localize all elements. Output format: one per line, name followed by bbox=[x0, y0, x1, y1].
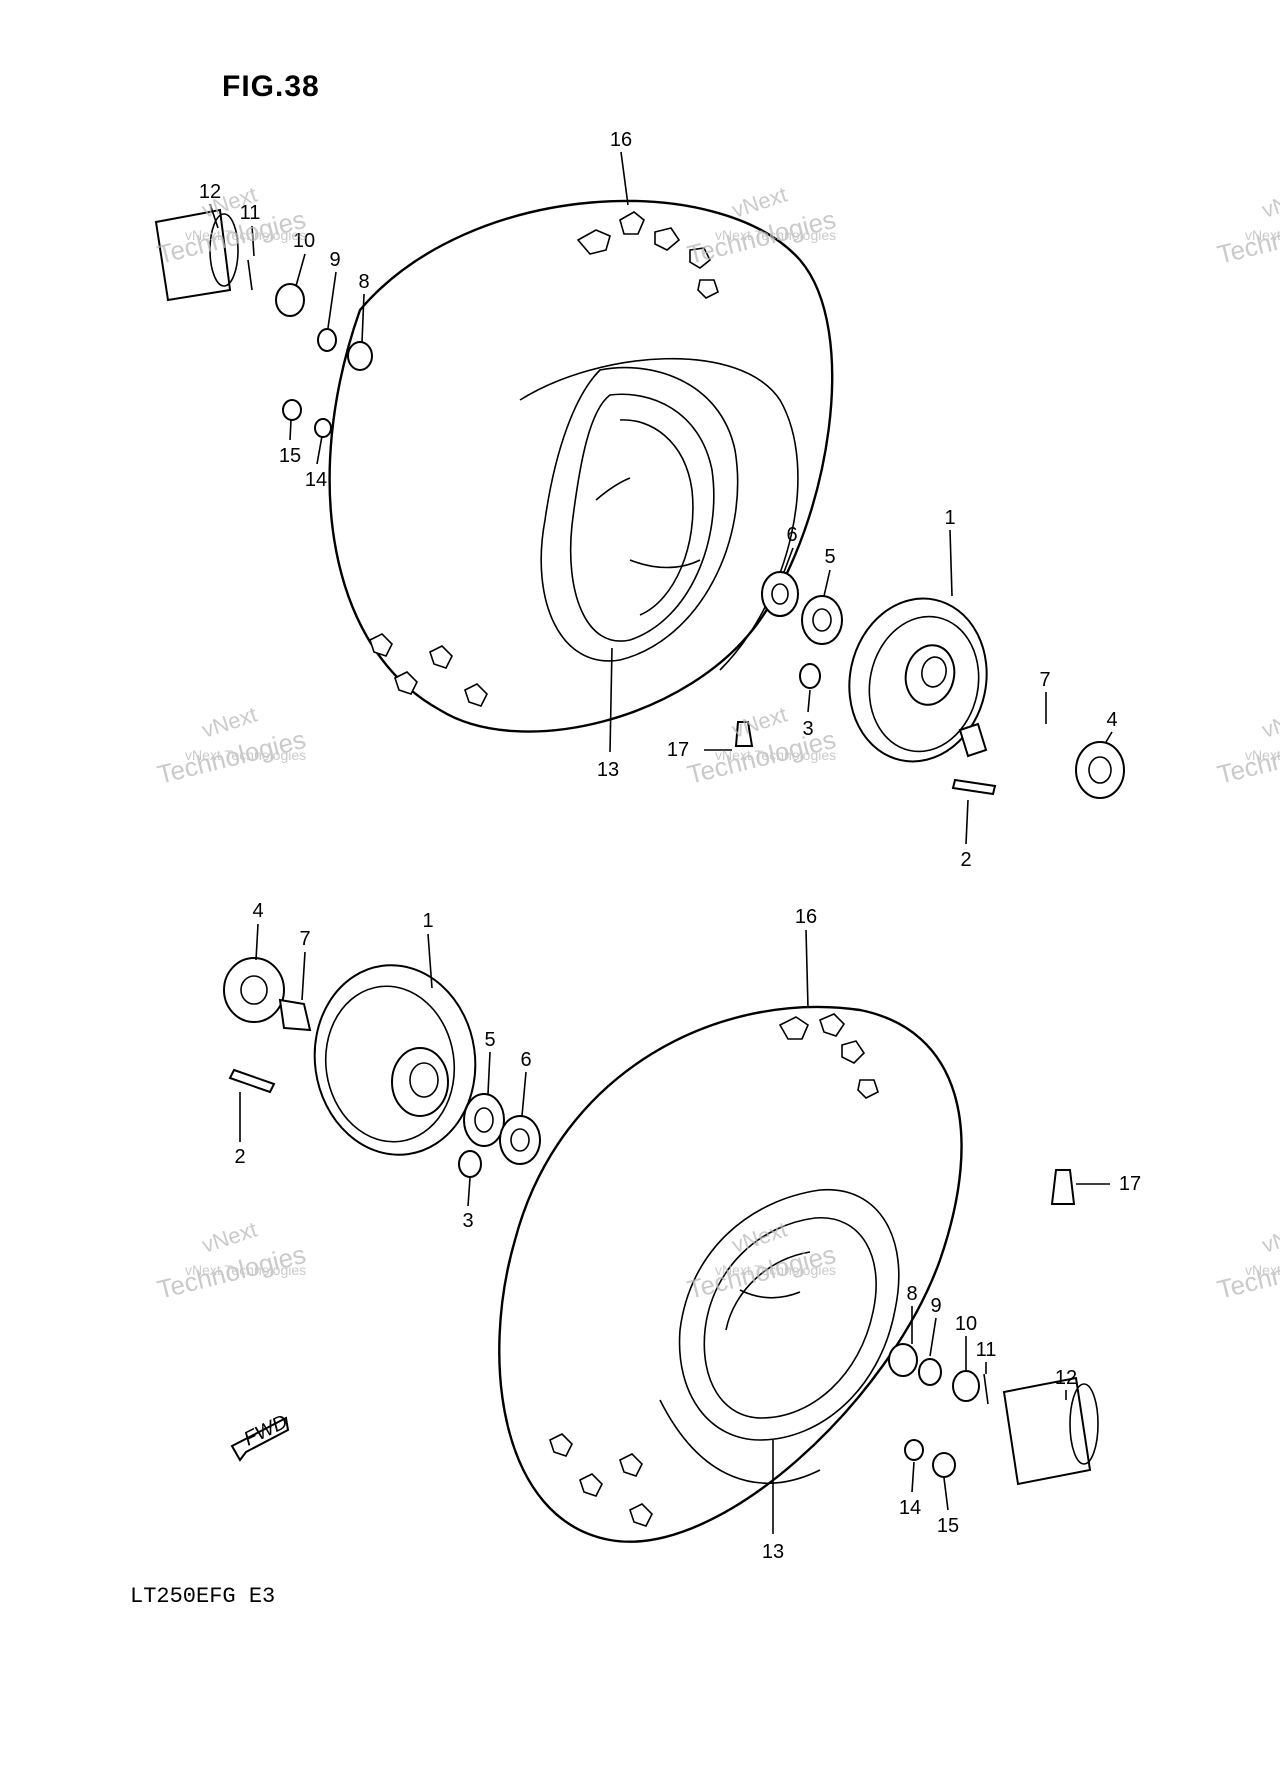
lower-callout-10: 10 bbox=[955, 1313, 977, 1335]
svg-text:vNext Technologies: vNext Technologies bbox=[1245, 1262, 1280, 1278]
upper-callout-12: 12 bbox=[199, 181, 221, 203]
lower-callout-12: 12 bbox=[1055, 1367, 1077, 1389]
upper-callout-17: 17 bbox=[667, 739, 689, 761]
model-code: LT250EFG E3 bbox=[130, 1584, 275, 1609]
lower-callout-1: 1 bbox=[422, 910, 433, 932]
upper-leader-14 bbox=[316, 435, 323, 465]
upper-leader-11 bbox=[251, 225, 255, 257]
upper-callout-14: 14 bbox=[305, 469, 327, 491]
upper-leader-6 bbox=[783, 547, 794, 573]
svg-text:vNext Technologies: vNext Technologies bbox=[715, 1262, 836, 1278]
figure-title: FIG.38 bbox=[222, 70, 320, 103]
lower-leader-16 bbox=[805, 929, 809, 1009]
upper-leader-9 bbox=[327, 271, 337, 329]
upper-leader-3 bbox=[807, 689, 811, 713]
lower-callout-13: 13 bbox=[762, 1541, 784, 1563]
upper-callout-16: 16 bbox=[610, 129, 632, 151]
upper-callout-15: 15 bbox=[279, 445, 301, 467]
upper-leader-4 bbox=[1105, 731, 1113, 743]
lower-leader-1 bbox=[427, 933, 433, 989]
lower-callout-17: 17 bbox=[1119, 1173, 1141, 1195]
upper-leader-2 bbox=[965, 799, 969, 845]
svg-text:vNext Technologies: vNext Technologies bbox=[185, 747, 306, 763]
leader-lines bbox=[209, 151, 1113, 1534]
svg-text:vNext Technologies: vNext Technologies bbox=[715, 227, 836, 243]
upper-callout-13: 13 bbox=[597, 759, 619, 781]
upper-leader-15 bbox=[289, 419, 292, 441]
fwd-label: FWD bbox=[241, 1411, 292, 1451]
lower-callout-16: 16 bbox=[795, 906, 817, 928]
upper-callout-11: 11 bbox=[240, 202, 261, 224]
upper-leader-12 bbox=[209, 203, 219, 229]
lower-callout-11: 11 bbox=[976, 1339, 997, 1361]
svg-text:vNext: vNext bbox=[1259, 702, 1280, 743]
upper-callout-3: 3 bbox=[802, 718, 813, 740]
lower-leader-5 bbox=[487, 1051, 491, 1095]
lower-callout-9: 9 bbox=[930, 1295, 941, 1317]
svg-text:vNext: vNext bbox=[1259, 1217, 1280, 1258]
lower-callout-7: 7 bbox=[299, 928, 310, 950]
upper-callout-9: 9 bbox=[329, 249, 340, 271]
upper-small-parts bbox=[154, 208, 1125, 799]
upper-callout-1: 1 bbox=[944, 507, 955, 529]
fwd-arrow-icon bbox=[230, 1416, 290, 1462]
upper-tire bbox=[328, 199, 834, 733]
lower-callout-8: 8 bbox=[906, 1283, 917, 1305]
lower-leader-14 bbox=[911, 1461, 915, 1493]
svg-text:vNext Technologies: vNext Technologies bbox=[185, 227, 306, 243]
upper-hub bbox=[848, 597, 988, 763]
lower-leader-4 bbox=[255, 923, 259, 961]
lower-leader-15 bbox=[943, 1477, 949, 1511]
lower-callout-15: 15 bbox=[937, 1515, 959, 1537]
upper-leader-10 bbox=[295, 253, 306, 287]
upper-leader-8 bbox=[361, 293, 365, 343]
svg-text:vNext: vNext bbox=[1259, 182, 1280, 223]
lower-leader-7 bbox=[301, 951, 306, 1001]
lower-leader-3 bbox=[467, 1177, 471, 1207]
lower-callout-3: 3 bbox=[462, 1210, 473, 1232]
lower-callout-5: 5 bbox=[484, 1029, 495, 1051]
lower-leader-9 bbox=[929, 1317, 937, 1357]
upper-callout-2: 2 bbox=[960, 849, 971, 871]
svg-text:vNext Technologies: vNext Technologies bbox=[1245, 227, 1280, 243]
upper-callout-5: 5 bbox=[824, 546, 835, 568]
lower-callout-4: 4 bbox=[252, 900, 263, 922]
upper-leader-16 bbox=[620, 151, 629, 206]
lower-callout-2: 2 bbox=[234, 1146, 245, 1168]
lower-callout-6: 6 bbox=[520, 1049, 531, 1071]
lower-callout-14: 14 bbox=[899, 1497, 921, 1519]
svg-text:vNext Technologies: vNext Technologies bbox=[1245, 747, 1280, 763]
upper-callout-6: 6 bbox=[786, 524, 797, 546]
upper-callout-8: 8 bbox=[358, 271, 369, 293]
upper-callout-7: 7 bbox=[1039, 669, 1050, 691]
lower-leader-6 bbox=[521, 1071, 527, 1117]
upper-leader-13 bbox=[609, 647, 613, 753]
upper-callout-10: 10 bbox=[293, 230, 315, 252]
lower-tire bbox=[498, 1005, 963, 1543]
svg-text:vNext Technologies: vNext Technologies bbox=[715, 747, 836, 763]
lower-hub bbox=[313, 964, 477, 1156]
upper-callout-4: 4 bbox=[1106, 709, 1117, 731]
upper-leader-1 bbox=[949, 529, 953, 597]
svg-text:vNext Technologies: vNext Technologies bbox=[185, 1262, 306, 1278]
upper-leader-5 bbox=[823, 569, 831, 597]
lower-small-parts bbox=[223, 957, 1099, 1486]
